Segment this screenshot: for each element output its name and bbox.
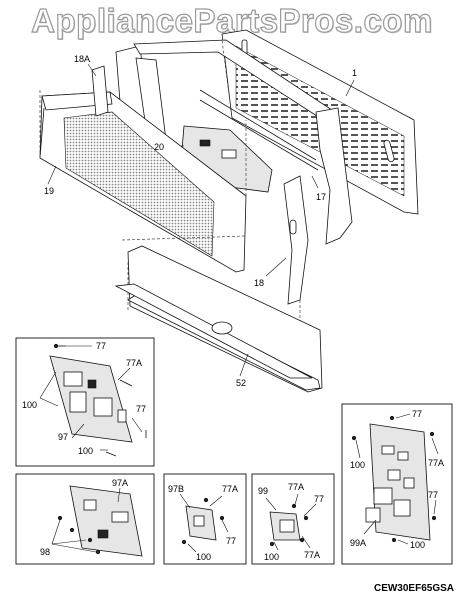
detail-box-right xyxy=(341,403,453,565)
callout-77A: 77A xyxy=(222,484,238,494)
callout-77: 77 xyxy=(136,404,146,414)
mid-left-callouts: 97B 77A 77 100 xyxy=(168,484,238,562)
callout-17: 17 xyxy=(316,192,326,202)
callout-97B: 97B xyxy=(168,484,184,494)
callout-97A: 97A xyxy=(112,478,128,488)
callout-77: 77 xyxy=(428,490,438,500)
callout-77: 77 xyxy=(96,341,106,351)
callout-52: 52 xyxy=(236,378,246,388)
callout-100: 100 xyxy=(410,540,425,550)
main-callouts: 1 18A 20 19 17 18 52 xyxy=(44,54,357,388)
callout-77: 77 xyxy=(314,494,324,504)
callout-1: 1 xyxy=(352,68,357,78)
callout-99A: 99A xyxy=(350,538,366,548)
callout-77A: 77A xyxy=(304,550,320,560)
left-bottom-callouts: 97A 98 xyxy=(40,478,128,557)
callout-97: 97 xyxy=(58,432,68,442)
callout-18: 18 xyxy=(254,278,264,288)
detail-box-mid-left xyxy=(163,473,247,565)
callout-19: 19 xyxy=(44,186,54,196)
callout-77A: 77A xyxy=(288,482,304,492)
detail-box-mid-right xyxy=(251,473,335,565)
rear-frame xyxy=(115,39,353,245)
mid-right-callouts: 99 77A 77 100 77A xyxy=(258,482,324,562)
model-code: CEW30EF65GSA xyxy=(373,583,454,594)
part-52-lower-trim xyxy=(114,245,323,393)
right-callouts: 77 100 77A 77 99A 100 xyxy=(350,409,444,550)
callout-77A: 77A xyxy=(428,458,444,468)
assembly-guides xyxy=(39,39,301,340)
callout-77: 77 xyxy=(412,409,422,419)
callout-77: 77 xyxy=(226,536,236,546)
callout-99: 99 xyxy=(258,486,268,496)
callout-100: 100 xyxy=(350,460,365,470)
detail-box-left-bottom xyxy=(15,473,155,565)
callout-100: 100 xyxy=(264,552,279,562)
callout-100: 100 xyxy=(196,552,211,562)
detail-box-left-top xyxy=(15,337,155,467)
part-17-18-brackets xyxy=(265,175,319,305)
callout-20: 20 xyxy=(154,142,164,152)
part-18A-bracket xyxy=(87,63,109,117)
part-19-control-panel xyxy=(39,91,247,273)
callout-100: 100 xyxy=(78,446,93,456)
callout-100: 100 xyxy=(22,400,37,410)
callout-98: 98 xyxy=(40,547,50,557)
callout-18A: 18A xyxy=(74,54,90,64)
left-top-callouts: 77 77A 100 77 97 100 xyxy=(22,341,146,456)
callout-77A: 77A xyxy=(126,358,142,368)
